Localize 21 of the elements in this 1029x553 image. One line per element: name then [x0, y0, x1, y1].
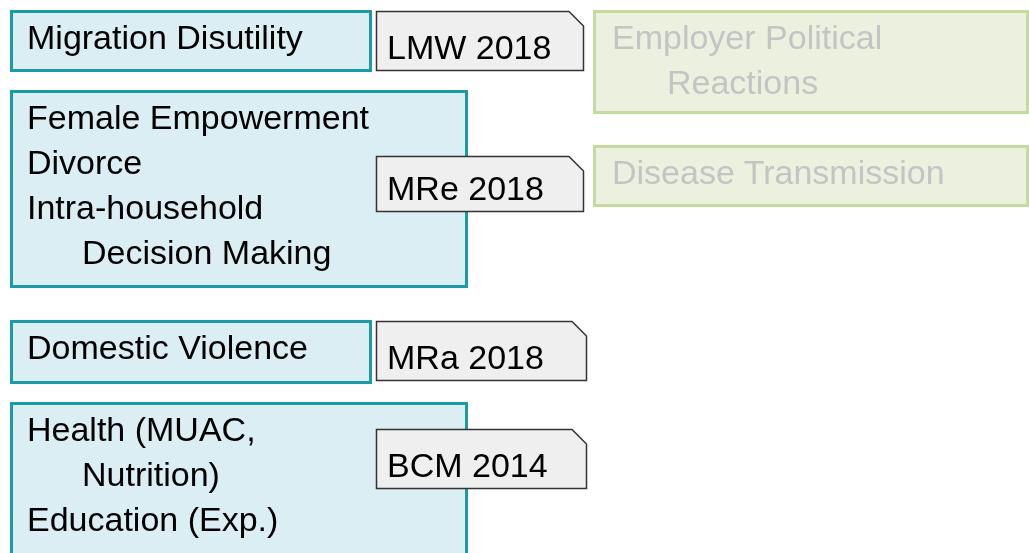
citation-tag [375, 155, 585, 213]
topic-text: Divorce [27, 142, 143, 183]
topic-box [10, 10, 372, 72]
topic-text: Migration Disutility [27, 17, 303, 58]
topic-box [10, 320, 372, 384]
faded-topic-box [593, 10, 1029, 114]
topic-text: Intra-household Decision Making [27, 187, 333, 273]
citation-text: MRe 2018 [387, 168, 544, 209]
citation-text: MRa 2018 [387, 337, 544, 378]
citation-tag [375, 428, 588, 490]
topic-text: Domestic Violence [27, 327, 308, 368]
citation-text: LMW 2018 [387, 27, 552, 68]
topic-text: Health (MUAC, Nutrition) [27, 409, 257, 495]
faded-topic-box [593, 145, 1029, 207]
topic-box [10, 90, 468, 288]
citation-tag [375, 320, 588, 382]
topic-box [10, 402, 468, 553]
citation-text: BCM 2014 [387, 445, 548, 486]
topic-text: Education (Exp.) [27, 499, 279, 540]
topic-text: Female Empowerment [27, 97, 369, 138]
citation-tag [375, 10, 585, 72]
